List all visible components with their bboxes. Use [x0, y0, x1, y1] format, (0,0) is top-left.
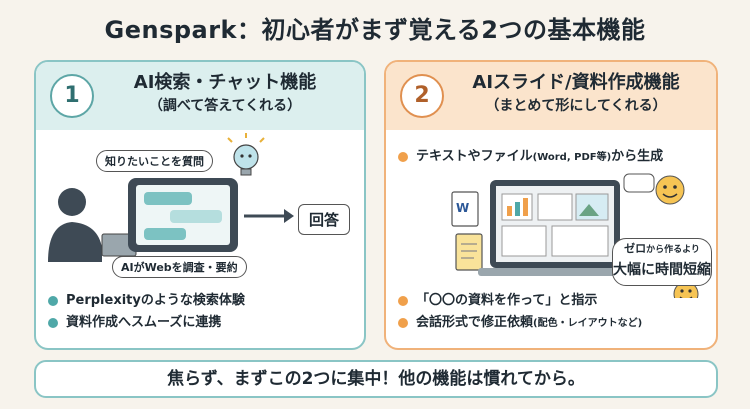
source-line: テキストやファイル(Word, PDF等)から生成 [398, 146, 708, 169]
answer-box: 回答 [298, 204, 351, 235]
step-number: 1 [50, 74, 94, 118]
tablet-icon [128, 178, 238, 252]
feature-list: 「〇〇の資料を作って」と指示 会話形式で修正依頼(配色・レイアウトなど) [398, 290, 708, 335]
list-item: 資料作成へスムーズに連携 [48, 312, 356, 334]
bullet-dot [398, 296, 408, 306]
feature-list: Perplexityのような検索体験 資料作成へスムーズに連携 [48, 290, 356, 334]
panel-header: 1 AI検索・チャット機能 （調べて答えてくれる） [36, 62, 364, 130]
panel-subtitle: （調べて答えてくれる） [148, 98, 302, 114]
page-title: Genspark：初心者がまず覚える2つの基本機能 [104, 16, 646, 44]
lightbulb-robot-icon [227, 133, 265, 176]
search-chat-panel: 1 AI検索・チャット機能 （調べて答えてくれる） [34, 60, 366, 350]
time-saving-callout: ゼロから作るより 大幅に時間短縮 [612, 238, 712, 286]
question-bubble: 知りたいことを質問 [96, 150, 213, 172]
process-bubble: AIがWebを調査・要約 [112, 256, 247, 278]
svg-text:W: W [456, 201, 469, 215]
smiley-face-icon [655, 175, 685, 205]
step-number: 2 [400, 74, 444, 118]
bullet-dot [398, 152, 408, 162]
list-item: 会話形式で修正依頼(配色・レイアウトなど) [398, 312, 708, 335]
person-icon [48, 188, 102, 262]
search-chat-illustration [48, 133, 294, 262]
bullet-dot [48, 318, 58, 328]
note-document-icon [455, 233, 483, 271]
slide-illustration: W [451, 173, 699, 298]
bullet-dot [398, 318, 408, 328]
list-item: テキストやファイル(Word, PDF等)から生成 [398, 146, 708, 169]
panel-title: AI検索・チャット機能 [133, 72, 317, 93]
bullet-dot [48, 296, 58, 306]
panel-subtitle: （まとめて形にしてくれる） [485, 98, 667, 114]
arrow-right-icon [244, 209, 294, 223]
word-document-icon: W [451, 191, 479, 227]
panel-title: AIスライド/資料作成機能 [472, 72, 680, 93]
speech-bubble-icon [623, 173, 655, 193]
list-item: Perplexityのような検索体験 [48, 290, 356, 312]
laptop-screen-icon [478, 180, 632, 276]
panel-header: 2 AIスライド/資料作成機能 （まとめて形にしてくれる） [386, 62, 716, 130]
list-item: 「〇〇の資料を作って」と指示 [398, 290, 708, 312]
footer-message: 焦らず、まずこの2つに集中！他の機能は慣れてから。 [34, 360, 718, 398]
slide-creation-panel: 2 AIスライド/資料作成機能 （まとめて形にしてくれる） テキストやファイル(… [384, 60, 718, 350]
